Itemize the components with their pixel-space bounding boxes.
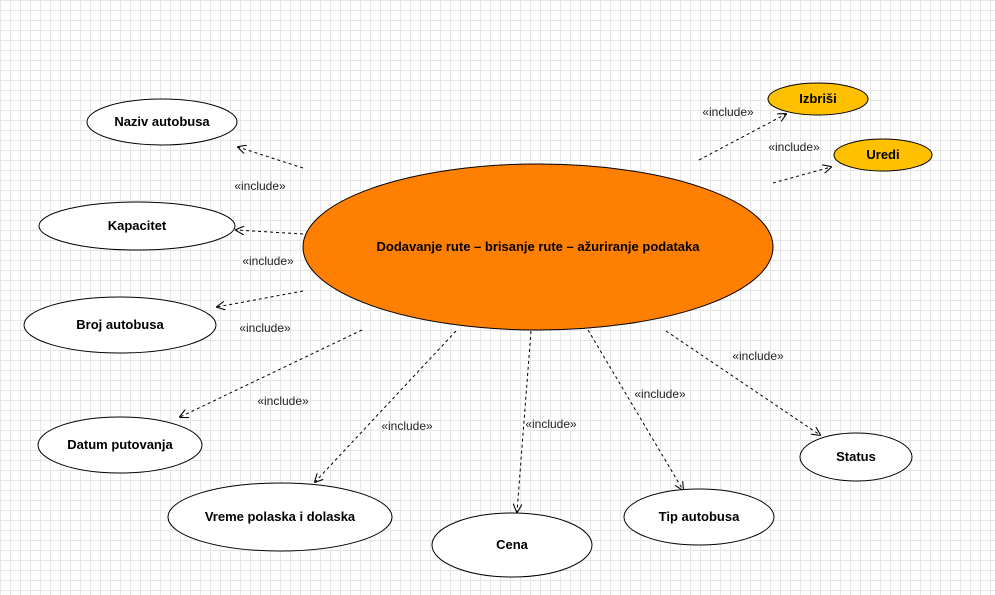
edge-datum-putovanja <box>180 329 363 417</box>
use-case-uredi[interactable]: Uredi <box>833 138 933 172</box>
edge-izbrisi <box>698 114 786 161</box>
use-case-tip-autobusa[interactable]: Tip autobusa <box>623 488 775 546</box>
use-case-vreme-polaska[interactable]: Vreme polaska i dolaska <box>167 482 393 552</box>
use-case-broj-autobusa[interactable]: Broj autobusa <box>23 296 217 354</box>
edge-cena <box>517 330 532 512</box>
include-label-tip: «include» <box>634 387 686 401</box>
use-case-tip-autobusa-label: Tip autobusa <box>659 509 740 524</box>
use-case-datum-putovanja[interactable]: Datum putovanja <box>37 416 203 474</box>
include-labels: «include» «include» «include» «include» … <box>234 105 820 433</box>
main-use-case-label: Dodavanje rute – brisanje rute – ažurira… <box>377 239 701 254</box>
include-label-izbrisi: «include» <box>702 105 754 119</box>
use-case-status[interactable]: Status <box>799 432 913 482</box>
main-use-case[interactable]: Dodavanje rute – brisanje rute – ažurira… <box>302 163 774 331</box>
use-case-uredi-label: Uredi <box>866 147 899 162</box>
include-label-vreme: «include» <box>381 419 433 433</box>
edge-tip-autobusa <box>587 329 683 490</box>
use-case-cena-label: Cena <box>496 537 529 552</box>
include-label-naziv: «include» <box>234 179 286 193</box>
use-case-izbrisi[interactable]: Izbriši <box>767 82 869 116</box>
use-case-kapacitet-label: Kapacitet <box>108 218 167 233</box>
include-label-broj: «include» <box>239 321 291 335</box>
use-case-broj-autobusa-label: Broj autobusa <box>76 317 164 332</box>
edge-naziv-autobusa <box>238 147 304 169</box>
edge-kapacitet <box>236 230 304 234</box>
use-case-naziv-autobusa[interactable]: Naziv autobusa <box>86 98 238 146</box>
use-case-kapacitet[interactable]: Kapacitet <box>38 201 236 251</box>
use-case-datum-putovanja-label: Datum putovanja <box>67 437 173 452</box>
edge-uredi <box>772 167 831 184</box>
include-label-status: «include» <box>732 349 784 363</box>
edge-vreme-polaska <box>315 330 457 482</box>
include-label-uredi: «include» <box>768 140 820 154</box>
include-label-cena: «include» <box>525 417 577 431</box>
use-case-vreme-polaska-label: Vreme polaska i dolaska <box>205 509 356 524</box>
edge-status <box>665 330 820 435</box>
use-case-cena[interactable]: Cena <box>431 512 593 578</box>
use-case-izbrisi-label: Izbriši <box>799 91 837 106</box>
use-case-status-label: Status <box>836 449 876 464</box>
use-case-naziv-autobusa-label: Naziv autobusa <box>114 114 210 129</box>
edge-broj-autobusa <box>217 290 304 307</box>
include-label-datum: «include» <box>257 394 309 408</box>
include-edges <box>180 114 831 512</box>
include-label-kapacitet: «include» <box>242 254 294 268</box>
